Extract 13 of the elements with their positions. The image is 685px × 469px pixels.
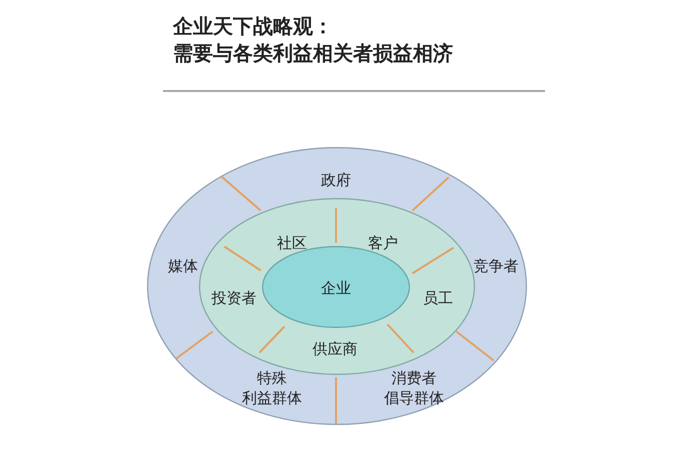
segment-label: 投资者 <box>212 288 256 308</box>
outer-ring-ellipse <box>147 147 527 425</box>
segment-label: 特殊利益群体 <box>242 368 302 408</box>
segment-label: 供应商 <box>312 339 358 359</box>
segment-label: 消费者倡导群体 <box>384 368 444 408</box>
segment-label: 客户 <box>368 233 398 253</box>
node-label: 企业 <box>321 278 351 298</box>
segment-label: 员工 <box>423 288 453 308</box>
segment-label: 社区 <box>277 233 307 253</box>
segment-label: 政府 <box>321 170 351 190</box>
segment-label: 竞争者 <box>474 256 518 276</box>
segment-label: 媒体 <box>168 256 198 276</box>
title: 企业天下战略观：需要与各类利益相关者损益相济 <box>173 15 453 67</box>
